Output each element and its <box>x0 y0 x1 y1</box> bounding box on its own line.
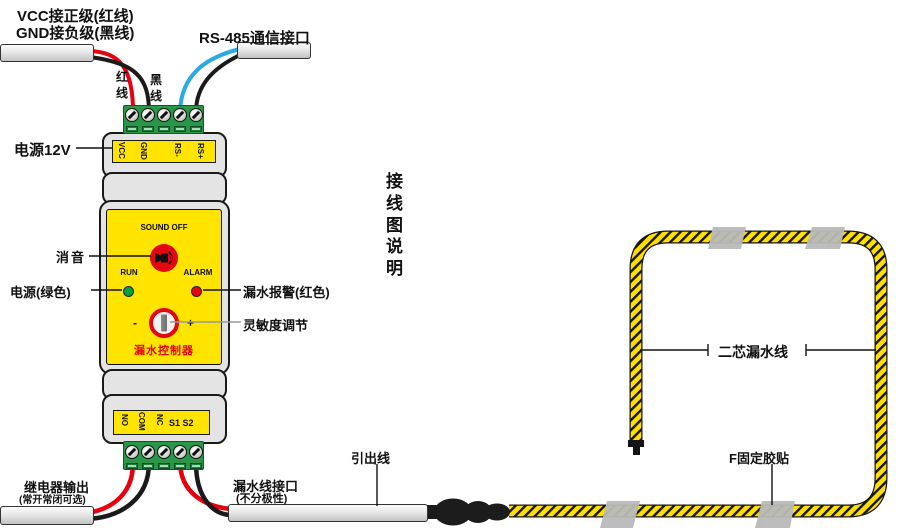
label-leak-wire-port: 漏水线接口 <box>233 479 299 494</box>
shrink-connector <box>423 498 510 526</box>
terminal-label-no: NO <box>120 414 129 426</box>
sensitivity-potentiometer <box>149 308 179 338</box>
terminal-screw <box>189 445 203 459</box>
fixing-pads <box>600 227 845 528</box>
label-red-wire: 红线 <box>116 70 129 100</box>
label-fixing-pad: F固定胶贴 <box>729 451 789 466</box>
alarm-label: ALARM <box>183 268 213 277</box>
label-power-green: 电源(绿色) <box>10 285 71 300</box>
terminal-screw <box>157 108 171 122</box>
sensor-black-wire <box>193 460 233 518</box>
terminal-label-gnd: GND <box>139 142 148 160</box>
top-terminal-label-strip: VCC GND RS- RS+ <box>112 140 216 163</box>
lead-wire-sleeve <box>228 504 428 522</box>
bottom-terminal-label-strip: NO COM NC S1 S2 <box>113 410 210 435</box>
power-cable-sleeve <box>0 44 94 62</box>
label-leak-wire-port-note: (不分极性) <box>236 493 288 505</box>
label-black-wire: 黑线 <box>150 73 163 103</box>
label-relay-output-note: (常开常闭可选) <box>19 495 86 506</box>
terminal-label-vcc: VCC <box>117 142 126 159</box>
terminal-screw <box>125 108 139 122</box>
top-terminal-block <box>123 105 204 134</box>
terminal-label-com: COM <box>137 412 146 431</box>
terminal-screw <box>141 445 155 459</box>
terminal-screw <box>125 445 139 459</box>
label-gnd-negative: GND接负级(黑线) <box>16 25 135 42</box>
alarm-led-red <box>191 286 202 297</box>
relay-black-wire <box>85 460 152 522</box>
terminal-label-nc: NC <box>155 414 164 426</box>
label-lead-out-wire: 引出线 <box>351 451 391 466</box>
leak-rope <box>509 231 887 517</box>
diagram-title: 接线图说明 <box>386 172 403 278</box>
label-two-core-leak-wire: 二芯漏水线 <box>718 344 788 360</box>
label-vcc-positive: VCC接正级(红线) <box>17 8 134 25</box>
mute-button <box>150 244 178 272</box>
front-panel: SOUND OFF RUN ALARM - + 漏水控制器 <box>106 209 222 365</box>
bottom-terminal-block <box>123 441 204 470</box>
plus-mark: + <box>187 316 195 330</box>
sound-off-label: SOUND OFF <box>140 223 188 232</box>
terminal-label-rs-minus: RS- <box>173 143 182 157</box>
label-power-12v: 电源12V <box>14 142 71 159</box>
terminal-label-rs-plus: RS+ <box>196 143 205 159</box>
speaker-icon <box>155 251 173 265</box>
terminal-screw <box>173 445 187 459</box>
terminal-label-s1s2: S1 S2 <box>169 418 194 428</box>
run-led-green <box>123 286 134 297</box>
rs485-black-wire <box>194 53 242 114</box>
label-leak-alarm-red: 漏水报警(红色) <box>243 285 330 300</box>
terminal-screw <box>173 108 187 122</box>
leak-rope-outline <box>509 230 888 518</box>
terminal-screw <box>189 108 203 122</box>
relay-cable-sleeve <box>0 506 94 525</box>
label-sensitivity: 灵敏度调节 <box>243 318 309 333</box>
label-rs485-port: RS-485通信接口 <box>199 30 310 47</box>
rs485-cable-sleeve <box>237 42 311 59</box>
label-relay-output: 继电器输出 <box>24 480 90 495</box>
terminal-screw <box>157 445 171 459</box>
label-mute: 消音 <box>56 250 87 265</box>
rope-end-cap <box>628 440 644 455</box>
minus-mark: - <box>133 316 137 330</box>
rs485-blue-wire <box>178 47 242 114</box>
run-label: RUN <box>120 268 138 277</box>
device-name: 漏水控制器 <box>134 345 194 357</box>
terminal-screw <box>141 108 155 122</box>
relay-red-wire <box>85 460 136 516</box>
